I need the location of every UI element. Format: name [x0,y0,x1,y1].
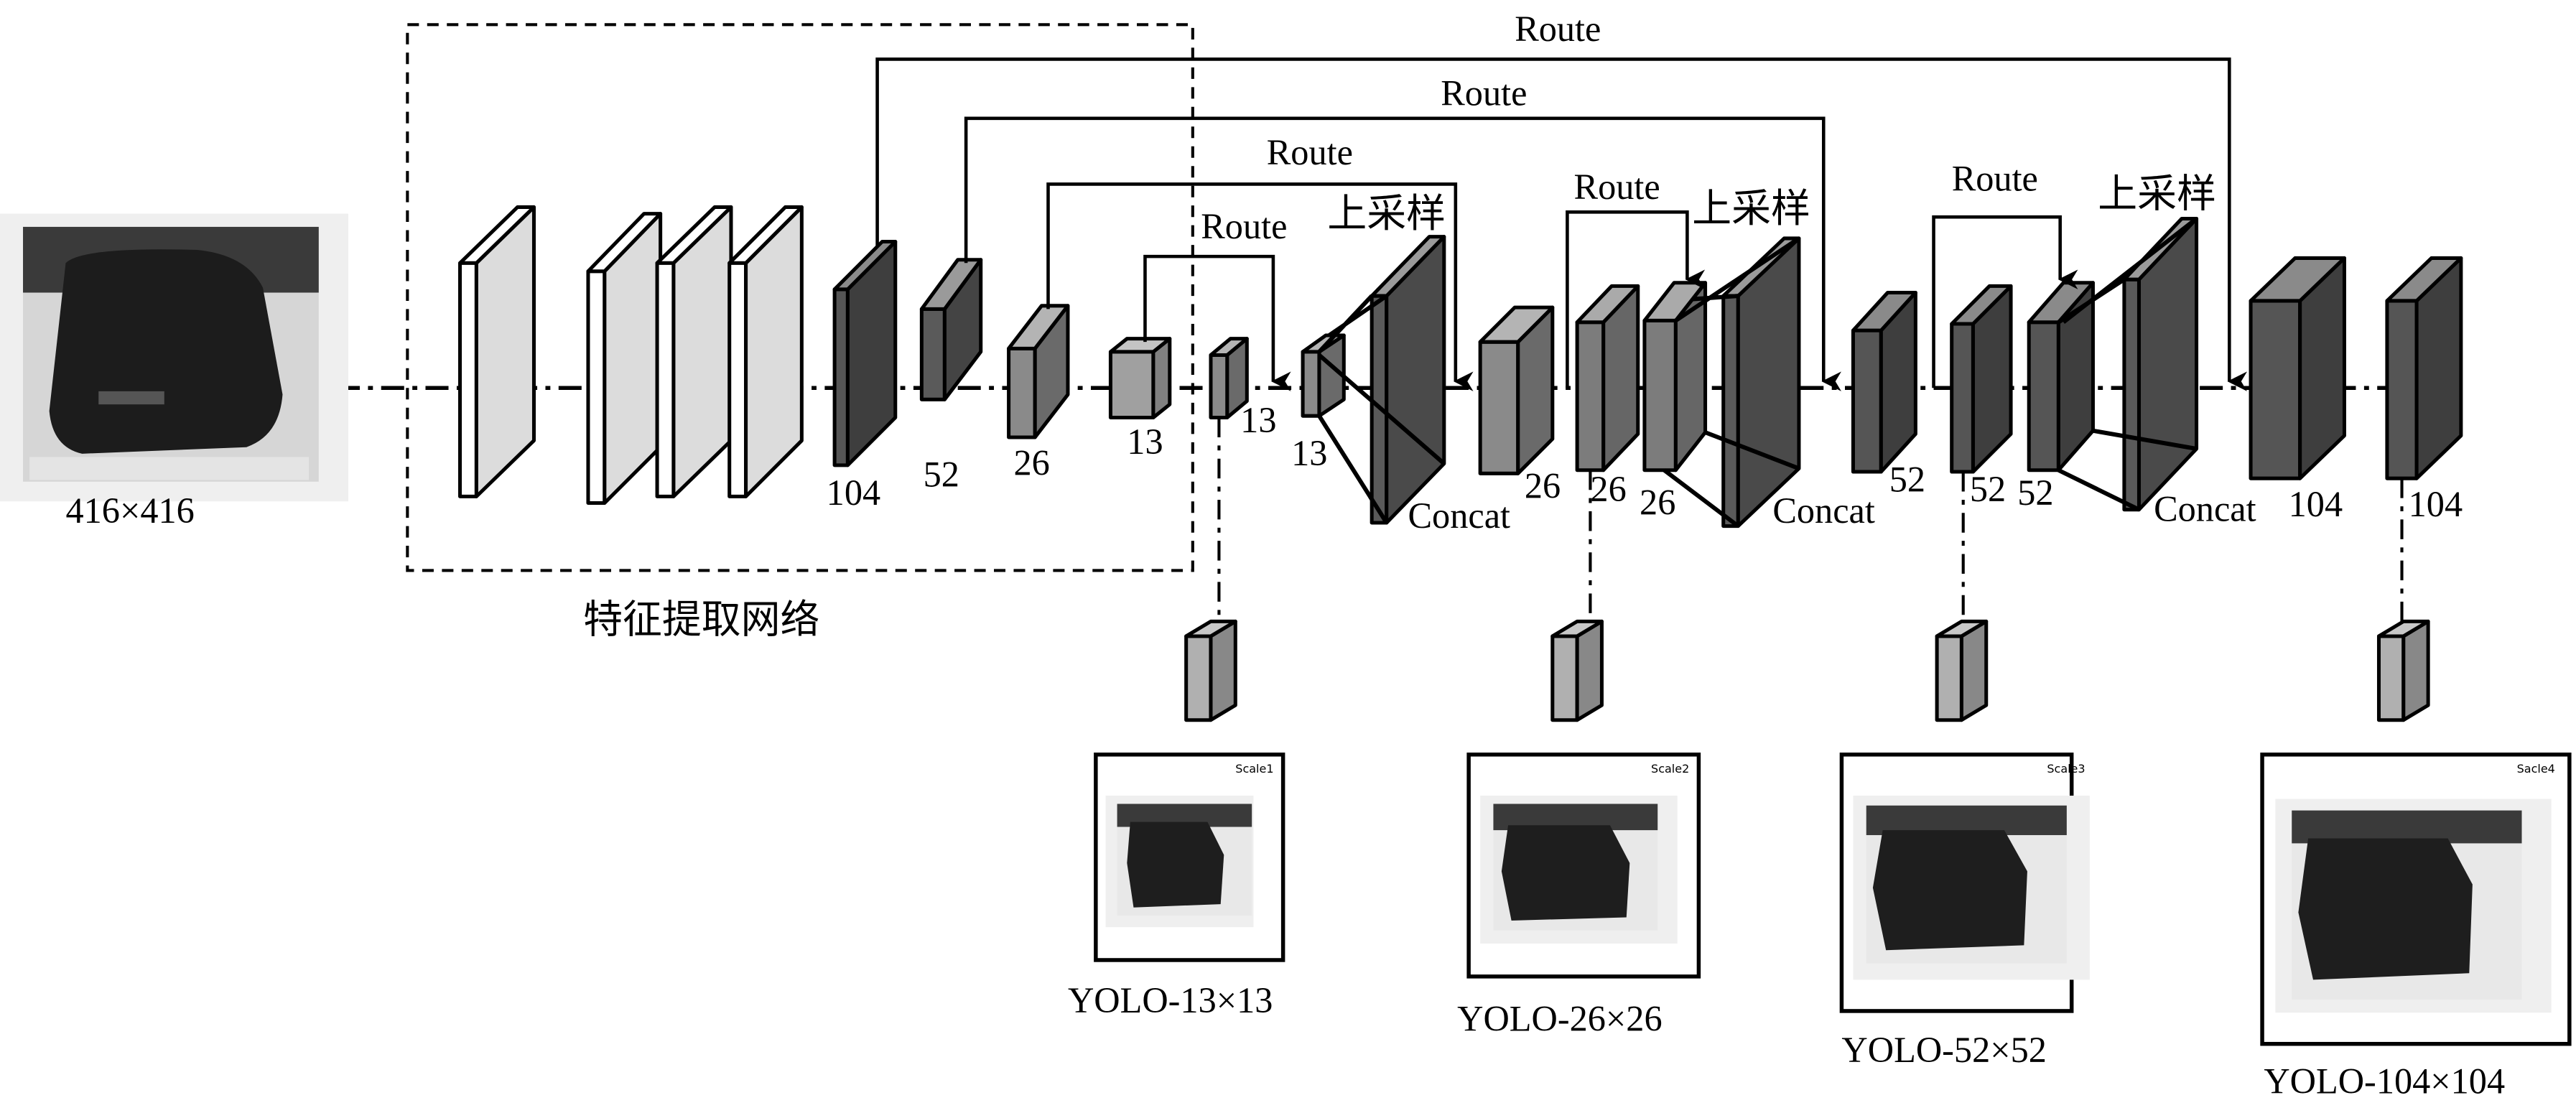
feature-extraction-box [406,23,1194,572]
size-13-a: 13 [1240,400,1276,440]
scale-2-label: Scale2 [1651,762,1689,776]
backbone-panels [458,205,804,506]
block-26 [1007,304,1070,439]
route-label-1: Route [1515,9,1601,49]
panel-3 [655,205,733,498]
block-52-a [1950,284,2013,474]
output-scale-3: Scale3 [1839,753,2090,1013]
size-26-c: 26 [1640,483,1675,523]
block-13-size: 13 [1127,422,1163,462]
route-label-6: Route [1952,159,2038,199]
head-block-1 [1184,619,1237,722]
block-104-size: 104 [827,472,880,513]
output-scale-2: Scale2 [1466,753,1701,979]
block-13 [1108,337,1172,420]
upsample-fan-lines [1317,217,2198,528]
panel-1 [458,205,536,498]
head-block-3 [1935,619,1989,722]
block-104-concat [2249,256,2346,480]
upsample-label-2: 上采样 [1692,187,1810,231]
block-13-a [1209,337,1249,420]
output-scale-4: Sacle4 [2260,753,2572,1046]
size-52-a: 52 [1889,459,1925,499]
output-2-label: YOLO-26×26 [1457,998,1662,1038]
scale-1-label: Scale1 [1235,762,1273,776]
concat-label-2: Concat [1772,490,1875,531]
block-104-a [2385,256,2463,480]
block-26-size: 26 [1013,443,1049,483]
output-4-label: YOLO-104×104 [2264,1061,2505,1101]
size-104-b: 104 [2409,484,2463,524]
block-26-concat [1478,305,1555,475]
feature-extraction-label: 特征提取网络 [583,597,819,641]
block-52-size: 52 [924,455,959,495]
block-52-b [2027,281,2095,472]
route-label-4: Route [1201,206,1287,246]
route-label-3: Route [1267,132,1353,172]
size-52-c: 52 [2017,472,2053,513]
route-label-5: Route [1574,167,1660,207]
panel-4 [727,205,804,498]
size-26-a: 26 [1525,466,1561,506]
head-block-4 [2376,619,2430,722]
block-26-b [1642,281,1708,472]
head-block-2 [1550,619,1604,722]
concat-label-3: Concat [2154,489,2256,529]
size-13-b: 13 [1291,433,1327,473]
output-1-label: YOLO-13×13 [1068,980,1273,1020]
input-size-label: 416×416 [66,490,195,531]
block-52 [919,258,983,401]
scale-4-label: Sacle4 [2517,762,2555,776]
upsample-13-to-26 [1370,235,1446,525]
upsample-52-to-104 [2122,216,2199,512]
output-3-label: YOLO-52×52 [1841,1030,2046,1070]
input-image [0,213,348,502]
upsample-label-3: 上采样 [2098,172,2216,215]
size-26-b: 26 [1590,469,1626,509]
head-branch-lines [1217,417,2404,622]
output-scale-1: Scale1 [1094,753,1285,962]
concat-label-1: Concat [1408,495,1510,536]
panel-2 [586,212,663,506]
size-104-a: 104 [2289,484,2343,524]
route-label-2: Route [1441,73,1527,113]
block-52-concat [1851,290,1917,474]
block-104 [832,240,898,467]
scale-3-label: Scale3 [2047,762,2085,776]
upsample-label-1: 上采样 [1327,192,1446,236]
route-lines [875,57,2248,391]
block-26-a [1575,284,1640,472]
size-52-b: 52 [1970,469,2006,509]
